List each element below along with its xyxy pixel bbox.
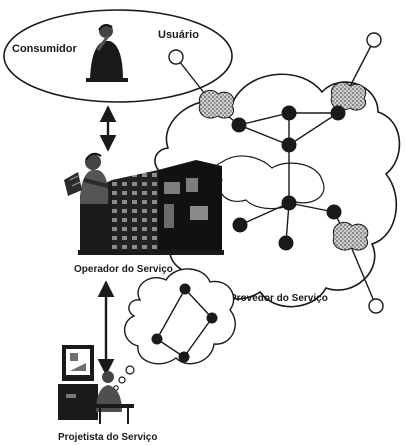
user-terminal-1: [168, 49, 184, 65]
person-on-phone-icon: [86, 24, 128, 82]
node: [281, 105, 297, 121]
consumer-label: Consumidor: [12, 43, 77, 55]
node: [278, 235, 294, 251]
design-node: [151, 333, 163, 345]
node: [326, 204, 342, 220]
user-terminal-3: [368, 298, 384, 314]
network-nodes: [231, 105, 346, 251]
user-label: Usuário: [158, 29, 199, 41]
node: [231, 117, 247, 133]
computer-workstation-icon: [58, 345, 134, 424]
switch-cloud-1: [198, 89, 235, 119]
design-node: [206, 312, 218, 324]
design-node: [178, 351, 190, 363]
node: [281, 137, 297, 153]
person-at-desk-icon: [64, 152, 109, 204]
design-node: [179, 283, 191, 295]
provider-label: Provedor do Serviço: [230, 293, 328, 304]
design-thought-cloud: [113, 268, 236, 391]
user-terminal-2: [366, 32, 382, 48]
node: [232, 217, 248, 233]
designer-label: Projetista do Serviço: [58, 432, 157, 443]
operator-label: Operador do Serviço: [74, 264, 173, 275]
node: [330, 105, 346, 121]
node: [281, 195, 297, 211]
switch-cloud-3: [332, 221, 369, 251]
